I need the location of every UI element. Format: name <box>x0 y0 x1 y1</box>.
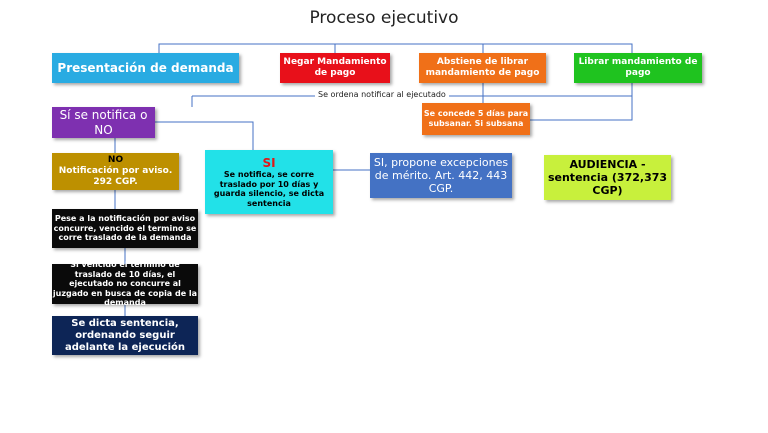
node-vencido-termino: Si vencido el termino de traslado de 10 … <box>52 260 198 308</box>
page-title: Proceso ejecutivo <box>309 8 459 28</box>
node-si-label: SI <box>262 155 276 170</box>
node-presentacion: Presentación de demanda <box>52 53 239 83</box>
notify-note: Se ordena notificar al ejecutado <box>315 90 449 99</box>
node-librar-mandamiento: Librar mandamiento de pago <box>574 53 702 83</box>
connector-sino-si <box>155 121 254 150</box>
node-si-no: Sí se notifica o NO <box>52 107 155 138</box>
node-pese-notificacion: Pese a la notificación por aviso concurr… <box>52 209 198 248</box>
node-no-body: Notificación por aviso. 292 CGP. <box>58 166 173 187</box>
node-si-body: Se notifica, se corre traslado por 10 dí… <box>213 170 325 208</box>
connector-top-bar <box>158 43 633 53</box>
node-se-concede: Se concede 5 días para subsanar. Si subs… <box>422 103 530 135</box>
node-no-label: NO <box>107 155 124 166</box>
node-audiencia: AUDIENCIA - sentencia (372,373 CGP) <box>544 155 671 200</box>
node-excepciones: SI, propone excepciones de mérito. Art. … <box>370 153 512 198</box>
node-dicta-sentencia: Se dicta sentencia, ordenando seguir ade… <box>52 316 198 355</box>
node-no: NO Notificación por aviso. 292 CGP. <box>52 153 179 190</box>
node-si: SI Se notifica, se corre traslado por 10… <box>205 150 333 214</box>
node-negar-mandamiento: Negar Mandamiento de pago <box>280 53 390 83</box>
connector-librar-notify <box>530 83 633 121</box>
node-abstiene: Abstiene de librar mandamiento de pago <box>419 53 546 83</box>
